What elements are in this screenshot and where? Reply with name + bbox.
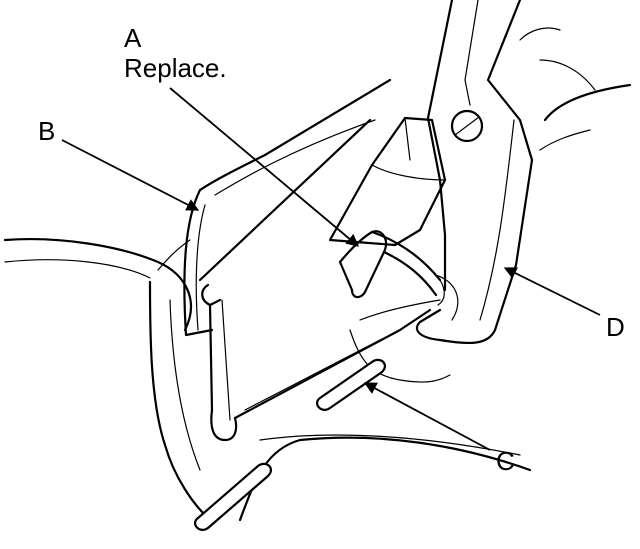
leader-d bbox=[503, 267, 601, 316]
tool-d bbox=[415, 0, 632, 345]
label-c: C bbox=[496, 446, 515, 476]
label-d: D bbox=[606, 312, 625, 342]
leader-c bbox=[363, 382, 491, 451]
callout-labels: A Replace. B C D bbox=[38, 23, 625, 476]
pin-c bbox=[193, 358, 387, 531]
label-a-note: Replace. bbox=[124, 53, 227, 83]
leader-lines bbox=[61, 87, 601, 451]
clip-track bbox=[201, 283, 451, 442]
clip-a bbox=[338, 230, 459, 321]
trim-panel bbox=[157, 78, 392, 337]
leader-b bbox=[61, 139, 200, 211]
tool-block bbox=[328, 116, 447, 247]
label-a-letter: A bbox=[124, 23, 142, 53]
leader-a bbox=[169, 87, 359, 247]
label-b: B bbox=[38, 116, 55, 146]
